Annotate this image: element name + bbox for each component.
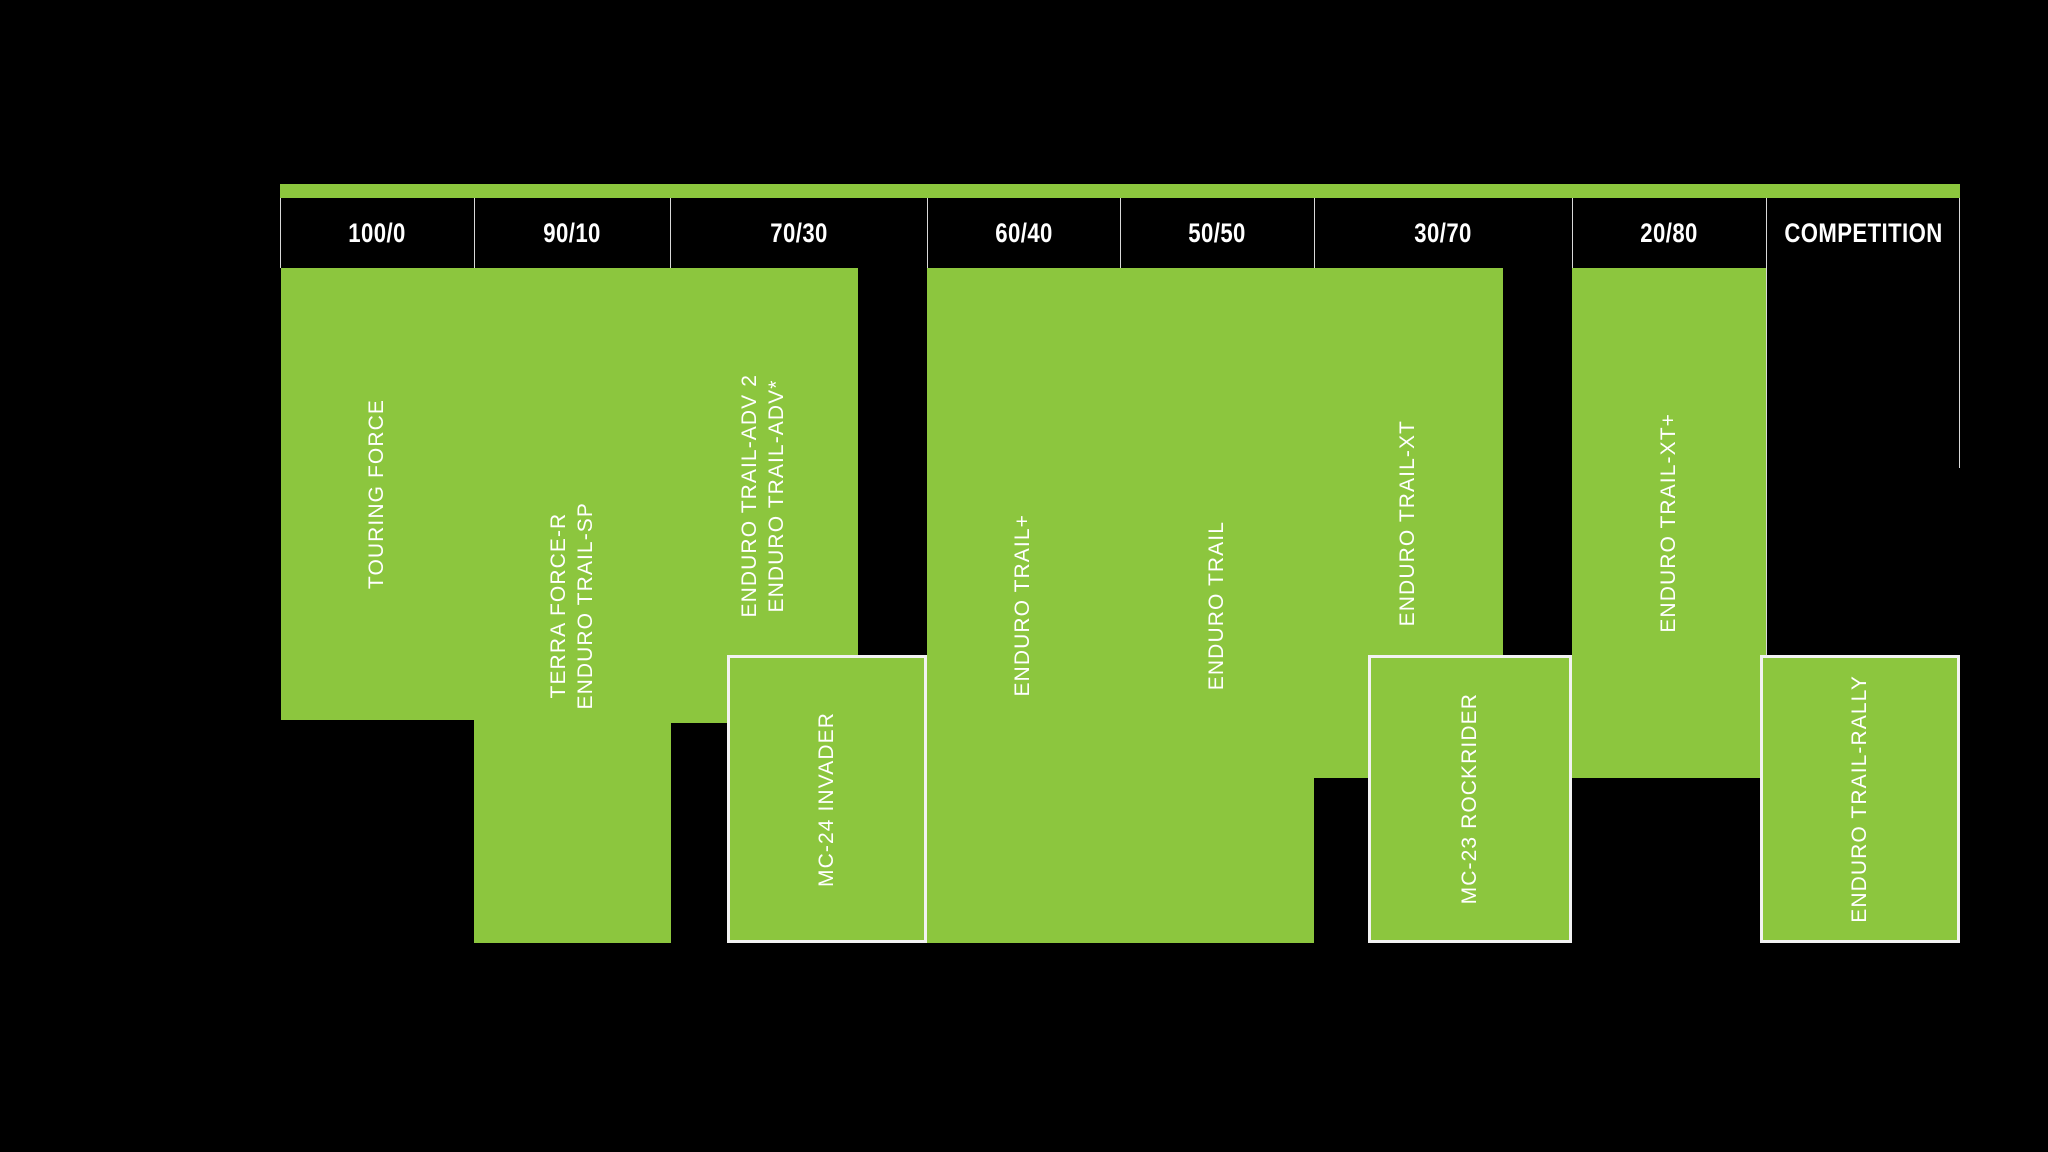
column-divider-7 xyxy=(1572,198,1573,268)
header-label-90-10: 90/10 xyxy=(543,217,602,248)
bar-enduro-trail-xt-plus[interactable]: ENDURO TRAIL-XT+ xyxy=(1572,268,1766,778)
header-cell-60-40[interactable]: 60/40 xyxy=(927,198,1120,268)
column-divider-9 xyxy=(1959,198,1960,268)
top-accent-rule xyxy=(280,184,1960,198)
header-cell-30-70[interactable]: 30/70 xyxy=(1314,198,1572,268)
bar-label-mc23-rockrider: MC-23 ROCKRIDER xyxy=(1457,693,1481,905)
bar-enduro-trail-rally[interactable]: ENDURO TRAIL-RALLY xyxy=(1760,655,1960,943)
header-label-100-0: 100/0 xyxy=(348,217,407,248)
bar-label-mc24-invader: MC-24 INVADER xyxy=(814,711,838,887)
bar-label-enduro-trail-xt-plus: ENDURO TRAIL-XT+ xyxy=(1656,413,1680,633)
header-label-competition: COMPETITION xyxy=(1784,217,1943,248)
header-label-20-80: 20/80 xyxy=(1640,217,1699,248)
bar-mc23-rockrider[interactable]: MC-23 ROCKRIDER xyxy=(1368,655,1572,943)
bar-touring-force[interactable]: TOURING FORCE xyxy=(281,268,474,720)
bar-enduro-trail[interactable]: ENDURO TRAIL xyxy=(1120,268,1314,943)
header-row: 100/0 90/10 70/30 60/40 50/50 30/70 20/8… xyxy=(280,198,1960,268)
bar-label-enduro-trail-plus: ENDURO TRAIL+ xyxy=(1011,514,1035,697)
plot-divider-5 xyxy=(1766,268,1767,778)
header-cell-100-0[interactable]: 100/0 xyxy=(280,198,474,268)
header-cell-50-50[interactable]: 50/50 xyxy=(1120,198,1314,268)
column-divider-2 xyxy=(474,198,475,268)
header-label-60-40: 60/40 xyxy=(995,217,1053,248)
bar-label-enduro-trail: ENDURO TRAIL xyxy=(1204,520,1228,691)
bar-enduro-trail-plus[interactable]: ENDURO TRAIL+ xyxy=(927,268,1120,943)
header-label-30-70: 30/70 xyxy=(1414,217,1473,248)
column-divider-6 xyxy=(1314,198,1315,268)
column-divider-3 xyxy=(670,198,671,268)
bar-mc24-invader[interactable]: MC-24 INVADER xyxy=(727,655,927,943)
bar-label-touring-force: TOURING FORCE xyxy=(365,398,389,590)
column-divider-4 xyxy=(927,198,928,268)
header-cell-20-80[interactable]: 20/80 xyxy=(1572,198,1766,268)
column-divider-8 xyxy=(1766,198,1767,268)
bar-label-enduro-trail-xt: ENDURO TRAIL-XT xyxy=(1396,419,1420,627)
bar-label-enduro-trail-rally: ENDURO TRAIL-RALLY xyxy=(1847,675,1871,923)
header-cell-70-30[interactable]: 70/30 xyxy=(670,198,927,268)
plot-divider-6 xyxy=(1959,268,1960,468)
column-divider-5 xyxy=(1120,198,1121,268)
header-label-50-50: 50/50 xyxy=(1188,217,1247,248)
header-cell-competition[interactable]: COMPETITION xyxy=(1766,198,1960,268)
header-cell-90-10[interactable]: 90/10 xyxy=(474,198,670,268)
column-divider-1 xyxy=(280,198,281,268)
header-label-70-30: 70/30 xyxy=(770,217,828,248)
